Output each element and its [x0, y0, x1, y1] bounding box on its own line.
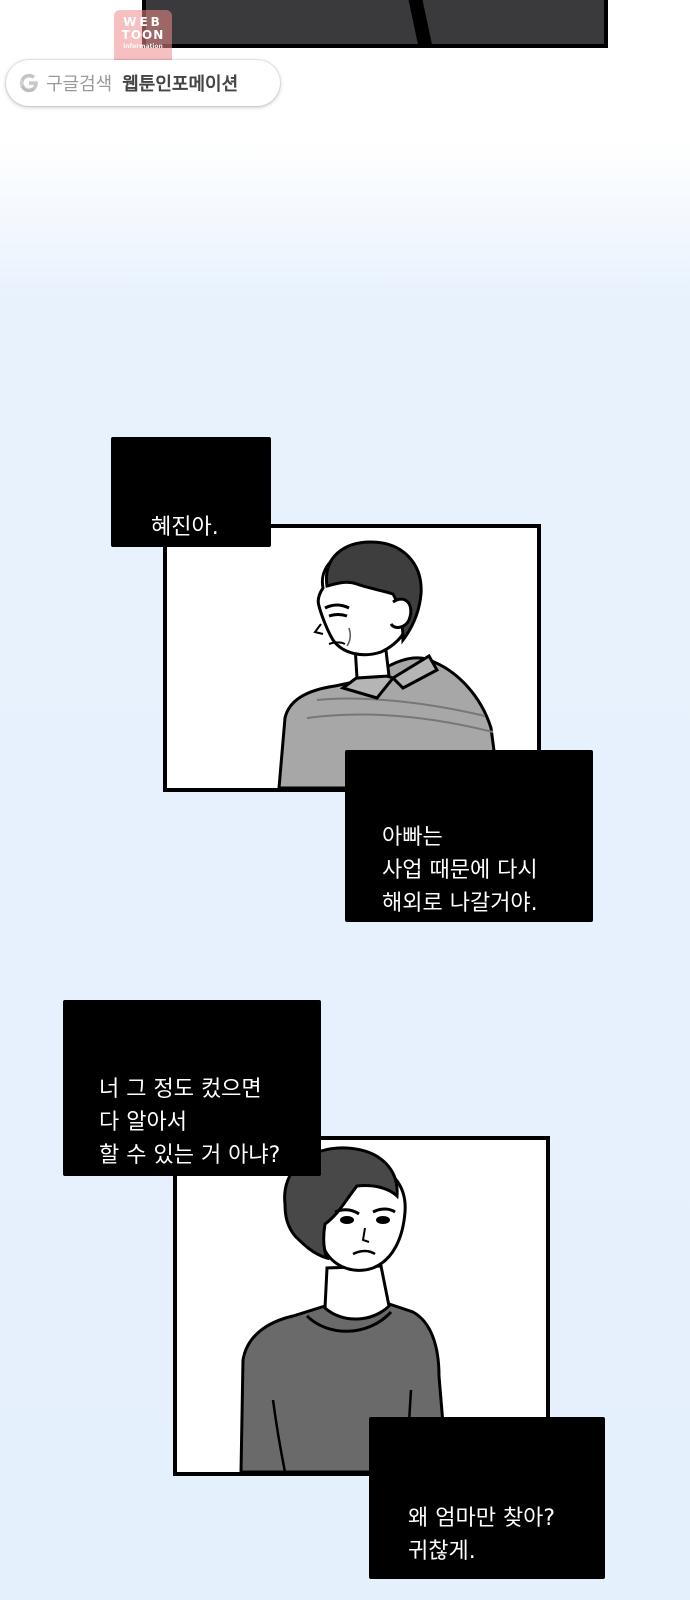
watermark-search-engine-label: 구글검색 — [46, 74, 113, 95]
caption-box-4: 왜 엄마만 찾아? 귀찮게. — [369, 1417, 605, 1579]
watermark-logo-line2: TOON — [121, 27, 165, 42]
caption-text-4: 왜 엄마만 찾아? 귀찮게. — [408, 1506, 556, 1564]
caption-box-1: 혜진아. — [111, 437, 271, 547]
caption-text-2: 아빠는 사업 때문에 다시 해외로 나갈거야. — [382, 825, 538, 916]
caption-box-3: 너 그 정도 컸으면 다 알아서 할 수 있는 거 아냐? — [63, 1000, 321, 1176]
panel-crease — [407, 0, 433, 48]
google-g-icon — [19, 73, 38, 93]
watermark-search-query: 웹툰인포메이션 — [122, 74, 239, 95]
webtoon-watermark-logo: WEB TOON information — [114, 10, 172, 68]
watermark-logo-line1: WEB — [123, 15, 163, 29]
watermark-logo-line3: information — [123, 43, 163, 51]
caption-text-1: 혜진아. — [151, 515, 219, 540]
watermark-search-pill: 구글검색 웹툰인포메이션 — [6, 60, 280, 106]
previous-comic-panel — [142, 0, 608, 48]
father-illustration — [277, 540, 501, 788]
caption-text-3: 너 그 정도 컸으면 다 알아서 할 수 있는 거 아냐? — [99, 1077, 281, 1168]
caption-box-2: 아빠는 사업 때문에 다시 해외로 나갈거야. — [345, 750, 593, 922]
